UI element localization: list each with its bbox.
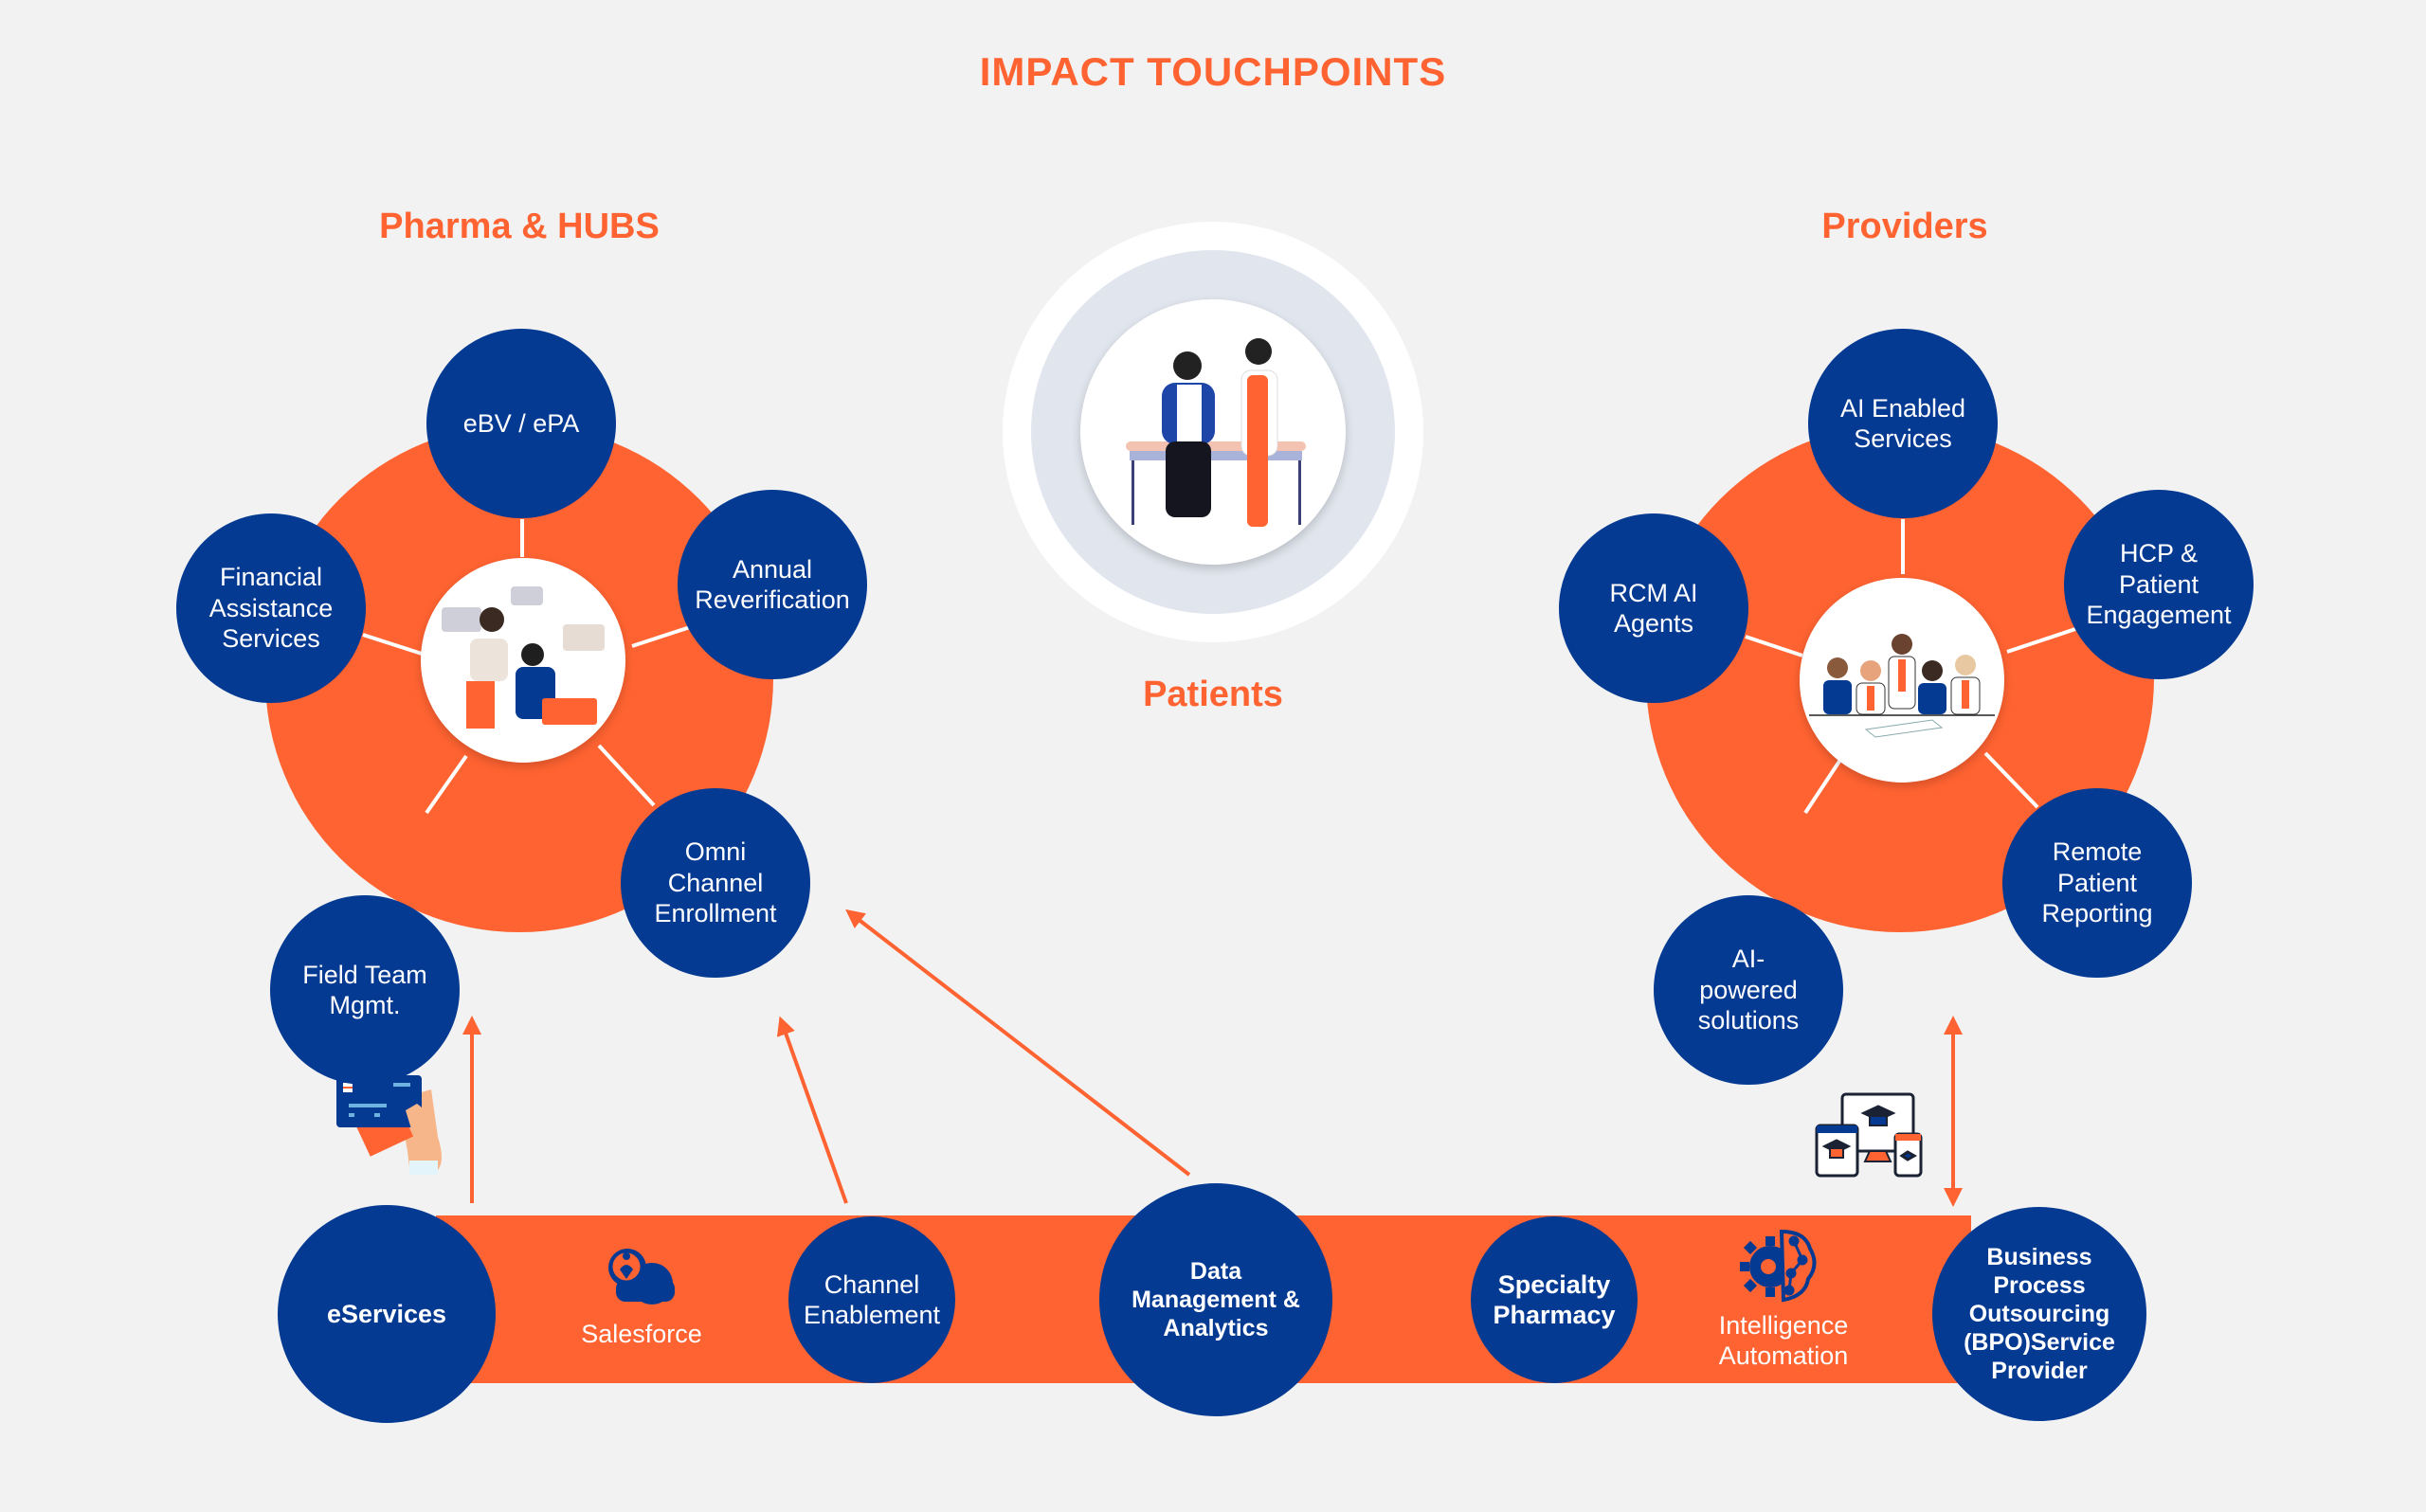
pharma-connectors xyxy=(362,519,691,815)
node-remote-patient-reporting[interactable]: Remote Patient Reporting xyxy=(2002,788,2192,978)
node-bpo-service-provider[interactable]: Business Process Outsourcing (BPO)Servic… xyxy=(1932,1207,2146,1421)
node-field-team-mgmt[interactable]: Field Team Mgmt. xyxy=(270,895,460,1085)
arrow-data-to-pharma xyxy=(845,909,1191,1177)
node-annual-reverification[interactable]: Annual Reverification xyxy=(678,490,867,679)
clinical-team-illustration xyxy=(1800,578,2004,783)
pharma-heading: Pharma & HUBS xyxy=(379,207,660,246)
patients-heading: Patients xyxy=(1143,675,1283,714)
node-data-management-analytics[interactable]: Data Management & Analytics xyxy=(1099,1183,1332,1416)
node-financial-assistance[interactable]: Financial Assistance Services xyxy=(176,513,366,703)
devices-graduation-icon xyxy=(1815,1092,1923,1178)
gear-brain-icon xyxy=(1740,1229,1817,1303)
arrow-channel-to-pharma xyxy=(776,1016,848,1204)
page-title: IMPACT TOUCHPOINTS xyxy=(979,49,1447,94)
node-specialty-pharmacy[interactable]: Specialty Pharmacy xyxy=(1471,1216,1638,1383)
node-channel-enablement[interactable]: Channel Enablement xyxy=(788,1216,955,1383)
credit-card-hand-icon xyxy=(336,1075,442,1175)
node-rcm-ai-agents[interactable]: RCM AI Agents xyxy=(1559,513,1748,703)
providers-heading: Providers xyxy=(1821,207,1988,246)
salesforce-label: Salesforce xyxy=(581,1320,702,1348)
intelligence-automation-label: Intelligence Automation xyxy=(1718,1311,1849,1371)
node-ai-enabled-services[interactable]: AI Enabled Services xyxy=(1808,329,1998,518)
node-omni-channel-enrollment[interactable]: Omni Channel Enrollment xyxy=(621,788,810,978)
node-ai-powered-solutions[interactable]: AI- powered solutions xyxy=(1654,895,1843,1085)
team-collaboration-illustration xyxy=(421,558,625,763)
node-eservices[interactable]: eServices xyxy=(278,1205,496,1423)
node-hcp-patient-engagement[interactable]: HCP & Patient Engagement xyxy=(2064,490,2254,679)
providers-connectors xyxy=(1745,519,2076,815)
cloud-lock-icon xyxy=(608,1249,675,1305)
doctor-patient-illustration xyxy=(1080,299,1346,565)
node-ebv-epa[interactable]: eBV / ePA xyxy=(426,329,616,518)
